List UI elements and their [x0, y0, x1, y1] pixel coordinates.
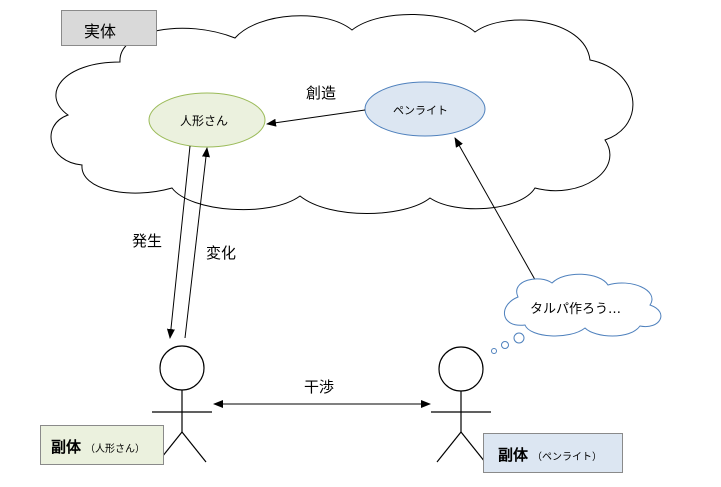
title-label: 実体: [84, 22, 117, 41]
cloud-shape: [50, 14, 634, 214]
avatar-penlight-main: 副体: [498, 446, 529, 464]
change-arrow: [184, 147, 210, 339]
penlight-node: [364, 81, 486, 137]
doll-node-label: 人形さん: [180, 114, 229, 128]
create-label: 創造: [306, 84, 337, 102]
change-label: 変化: [206, 244, 237, 262]
occur-label: 発生: [132, 232, 163, 250]
left-stick-figure: [152, 345, 212, 463]
penlight-node-label: ペンライト: [393, 104, 448, 117]
avatar-box-penlight: 副体 （ペンライト）: [483, 433, 623, 473]
right-stick-figure: [431, 346, 491, 463]
thought-arrow: [454, 137, 539, 286]
avatar-doll-main: 副体: [51, 438, 82, 456]
thought-dot-large: [513, 332, 525, 344]
occur-arrow: [166, 145, 191, 339]
title-box: 実体: [61, 10, 157, 46]
avatar-penlight-sub: （ペンライト）: [532, 452, 602, 463]
avatar-box-doll: 副体 （人形さん）: [40, 425, 164, 465]
create-arrow: [266, 109, 366, 127]
interfere-label: 干渉: [304, 378, 335, 396]
thought-bubble-text: タルパ作ろう…: [530, 302, 622, 317]
thought-dot-small: [491, 348, 497, 354]
doll-node: [148, 92, 266, 148]
thought-dot-medium: [501, 341, 509, 349]
avatar-doll-sub: （人形さん）: [85, 444, 145, 455]
thought-bubble-shape: [503, 273, 662, 337]
